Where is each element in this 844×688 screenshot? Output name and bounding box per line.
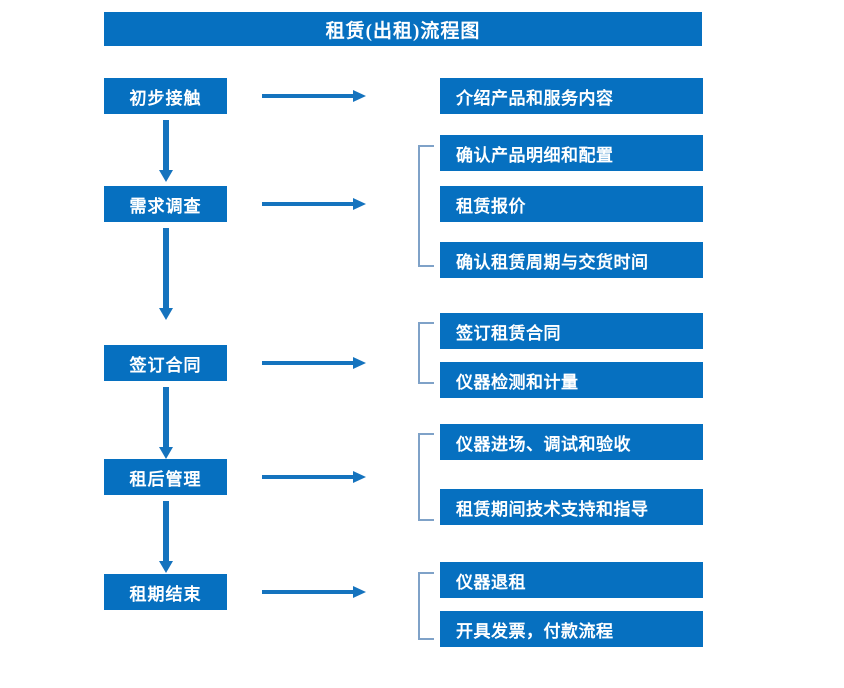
arrow-down-1 bbox=[156, 120, 176, 182]
arrow-shaft bbox=[262, 202, 354, 206]
detail-box-5-2[interactable]: 开具发票，付款流程 bbox=[440, 611, 703, 647]
arrow-right-4 bbox=[262, 468, 366, 486]
stage-box-3[interactable]: 签订合同 bbox=[104, 345, 227, 381]
arrow-head bbox=[353, 471, 366, 483]
group-bracket-3 bbox=[418, 322, 434, 384]
arrow-shaft bbox=[163, 228, 169, 308]
arrow-head bbox=[353, 357, 366, 369]
arrow-shaft bbox=[262, 475, 354, 479]
stage-box-4[interactable]: 租后管理 bbox=[104, 459, 227, 495]
group-bracket-5 bbox=[418, 572, 434, 640]
arrow-right-2 bbox=[262, 195, 366, 213]
arrow-down-4 bbox=[156, 501, 176, 573]
arrow-head bbox=[159, 561, 173, 573]
arrow-head bbox=[159, 447, 173, 459]
arrow-shaft bbox=[262, 361, 354, 365]
arrow-head bbox=[159, 308, 173, 320]
arrow-head bbox=[353, 198, 366, 210]
stage-box-1[interactable]: 初步接触 bbox=[104, 78, 227, 114]
detail-box-4-1[interactable]: 仪器进场、调试和验收 bbox=[440, 424, 703, 460]
arrow-shaft bbox=[262, 590, 354, 594]
arrow-shaft bbox=[163, 387, 169, 447]
stage-box-5[interactable]: 租期结束 bbox=[104, 574, 227, 610]
arrow-head bbox=[353, 90, 366, 102]
detail-box-2-1[interactable]: 确认产品明细和配置 bbox=[440, 135, 703, 171]
arrow-right-5 bbox=[262, 583, 366, 601]
group-bracket-2 bbox=[418, 145, 434, 267]
flowchart-title: 租赁(出租)流程图 bbox=[104, 12, 702, 46]
detail-box-2-3[interactable]: 确认租赁周期与交货时间 bbox=[440, 242, 703, 278]
detail-box-4-2[interactable]: 租赁期间技术支持和指导 bbox=[440, 489, 703, 525]
arrow-right-1 bbox=[262, 87, 366, 105]
detail-box-1-1[interactable]: 介绍产品和服务内容 bbox=[440, 78, 703, 114]
arrow-down-2 bbox=[156, 228, 176, 320]
arrow-head bbox=[159, 170, 173, 182]
detail-box-2-2[interactable]: 租赁报价 bbox=[440, 186, 703, 222]
arrow-shaft bbox=[262, 94, 354, 98]
arrow-shaft bbox=[163, 120, 169, 170]
group-bracket-4 bbox=[418, 433, 434, 521]
detail-box-3-2[interactable]: 仪器检测和计量 bbox=[440, 362, 703, 398]
arrow-right-3 bbox=[262, 354, 366, 372]
arrow-down-3 bbox=[156, 387, 176, 459]
detail-box-5-1[interactable]: 仪器退租 bbox=[440, 562, 703, 598]
detail-box-3-1[interactable]: 签订租赁合同 bbox=[440, 313, 703, 349]
stage-box-2[interactable]: 需求调查 bbox=[104, 186, 227, 222]
arrow-head bbox=[353, 586, 366, 598]
arrow-shaft bbox=[163, 501, 169, 561]
